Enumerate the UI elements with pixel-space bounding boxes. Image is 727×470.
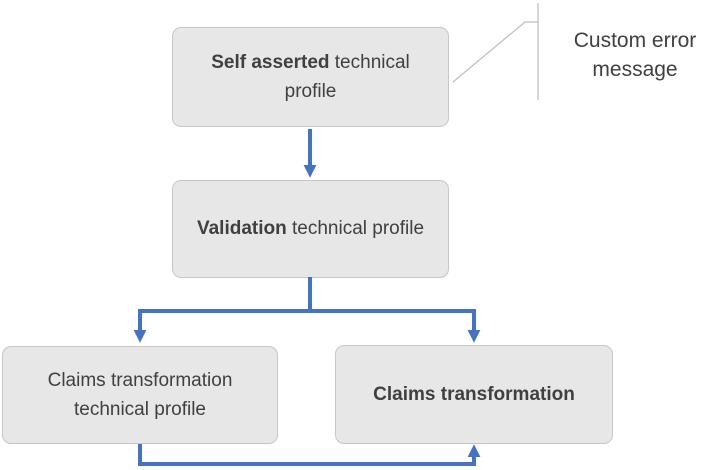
- node-label-regular: technical profile: [286, 218, 425, 240]
- node-claims-transformation: Claims transformation: [335, 345, 613, 444]
- node-label: Claims transformation: [373, 380, 575, 409]
- callout-custom-error-message: Custom error message: [573, 29, 697, 81]
- node-label: Self asserted technical profile: [185, 48, 436, 107]
- node-label-bold: Self asserted: [211, 51, 330, 73]
- node-label-bold: Validation: [196, 218, 287, 240]
- node-label: Claims transformation technical profile: [15, 366, 265, 425]
- node-self-asserted-technical-profile: Self asserted technical profile: [172, 27, 449, 127]
- node-label: Validation technical profile: [197, 214, 424, 243]
- node-label-regular: Claims transformation technical profile: [47, 369, 233, 420]
- node-validation-technical-profile: Validation technical profile: [172, 180, 449, 278]
- node-label-regular: technical profile: [284, 51, 410, 102]
- callout-leader-line: [452, 21, 538, 83]
- edge-claims-profile-to-claims-transformation: [138, 444, 481, 466]
- node-claims-transformation-technical-profile: Claims transformation technical profile: [2, 346, 278, 444]
- node-label-bold: Claims transformation: [373, 383, 575, 405]
